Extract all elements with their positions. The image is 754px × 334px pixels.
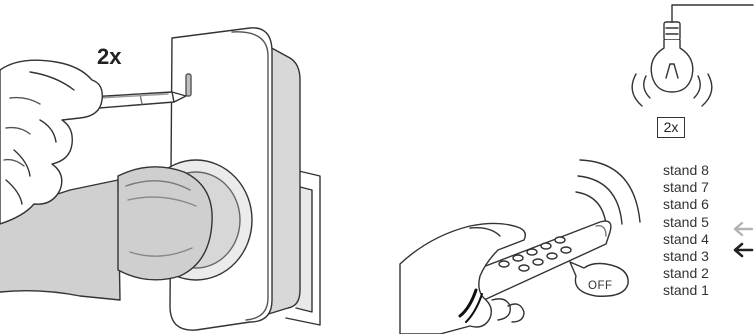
level-item: stand 3 [663,248,709,265]
signal-wave-2 [578,176,622,224]
level-item: stand 7 [663,179,709,196]
light-arrow [735,223,752,235]
level-item: stand 8 [663,162,709,179]
level-item: stand 5 [663,214,709,231]
level-item: stand 4 [663,231,709,248]
off-button-label: OFF [588,280,613,292]
dark-arrow [735,244,752,256]
level-item: stand 1 [663,282,709,299]
signal-wave-1 [576,192,606,224]
level-item: stand 6 [663,196,709,213]
dimmer-level-list: stand 8 stand 7 stand 6 stand 5 stand 4 … [663,162,709,300]
level-item: stand 2 [663,265,709,282]
